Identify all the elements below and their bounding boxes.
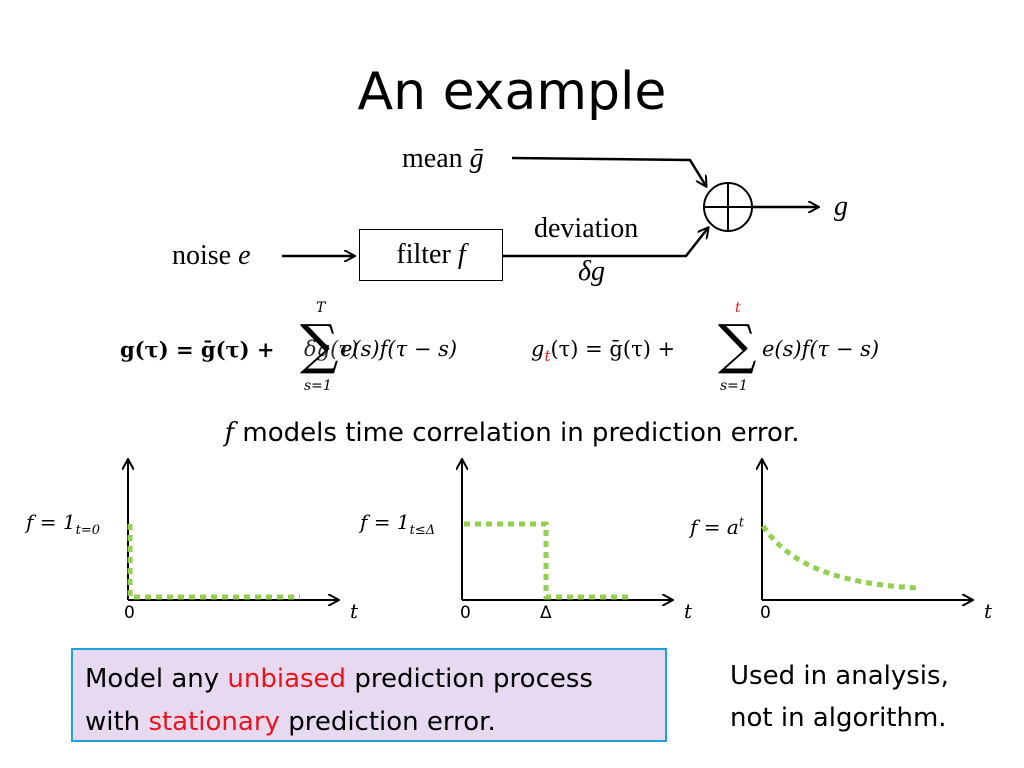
plot-3 (762, 460, 972, 600)
plot-1-origin: 0 (124, 603, 135, 623)
equation-left-lower: s=1 (304, 378, 332, 394)
mean-label: mean ḡ (402, 143, 484, 174)
plot-2-origin: 0 (460, 603, 471, 623)
equation-right-lhs: gt(τ) = ḡ(τ) + (531, 337, 676, 366)
equation-left-lhs: g(τ) = ḡ(τ) + (120, 337, 275, 362)
plot-2-f-label: f = 1t≤Δ (360, 510, 436, 538)
filter-box: filter f (359, 229, 503, 281)
plot-3-f-label: f = at (690, 515, 745, 539)
deviation-arrow (503, 228, 708, 258)
plot-1 (128, 460, 338, 600)
plot-3-axis-label: t (984, 599, 993, 623)
sum-icon-left: ∑ (300, 313, 339, 376)
equation-left-body: e(s)f(τ − s) (340, 337, 458, 361)
plot-1-curve (127, 524, 300, 600)
analysis-note: Used in analysis, not in algorithm. (730, 661, 949, 733)
equation-left-upper: T (316, 300, 326, 316)
equation-right-upper: t (735, 300, 741, 316)
mean-arrow (511, 156, 706, 186)
model-box-line-2: with stationary prediction error. (85, 707, 496, 737)
equation-right-lower: s=1 (720, 378, 748, 394)
plot-2-delta: Δ (540, 603, 552, 623)
sum-node-icon (703, 182, 753, 232)
plot-3-curve (760, 524, 919, 591)
plot-2 (462, 460, 672, 600)
plot-2-axis-label: t (684, 599, 693, 623)
subtitle: f models time correlation in prediction … (224, 418, 800, 448)
equation-left-overlap: δg(τ) (304, 337, 359, 361)
noise-label: noise e (172, 240, 251, 271)
model-box-line-1: Model any unbiased prediction process (85, 664, 593, 694)
deviation-label: deviation (534, 213, 639, 244)
output-symbol: g (834, 191, 848, 222)
deviation-symbol: δg (578, 256, 606, 287)
plot-1-axis-label: t (350, 599, 359, 623)
equation-right-body: e(s)f(τ − s) (762, 337, 880, 361)
slide-title: An example (357, 62, 667, 122)
model-box: Model any unbiased prediction process wi… (71, 648, 667, 742)
plot-3-origin: 0 (760, 603, 771, 623)
plot-1-f-label: f = 1t=0 (26, 510, 100, 538)
sum-icon-right: ∑ (718, 313, 757, 376)
plot-2-curve (464, 521, 632, 600)
